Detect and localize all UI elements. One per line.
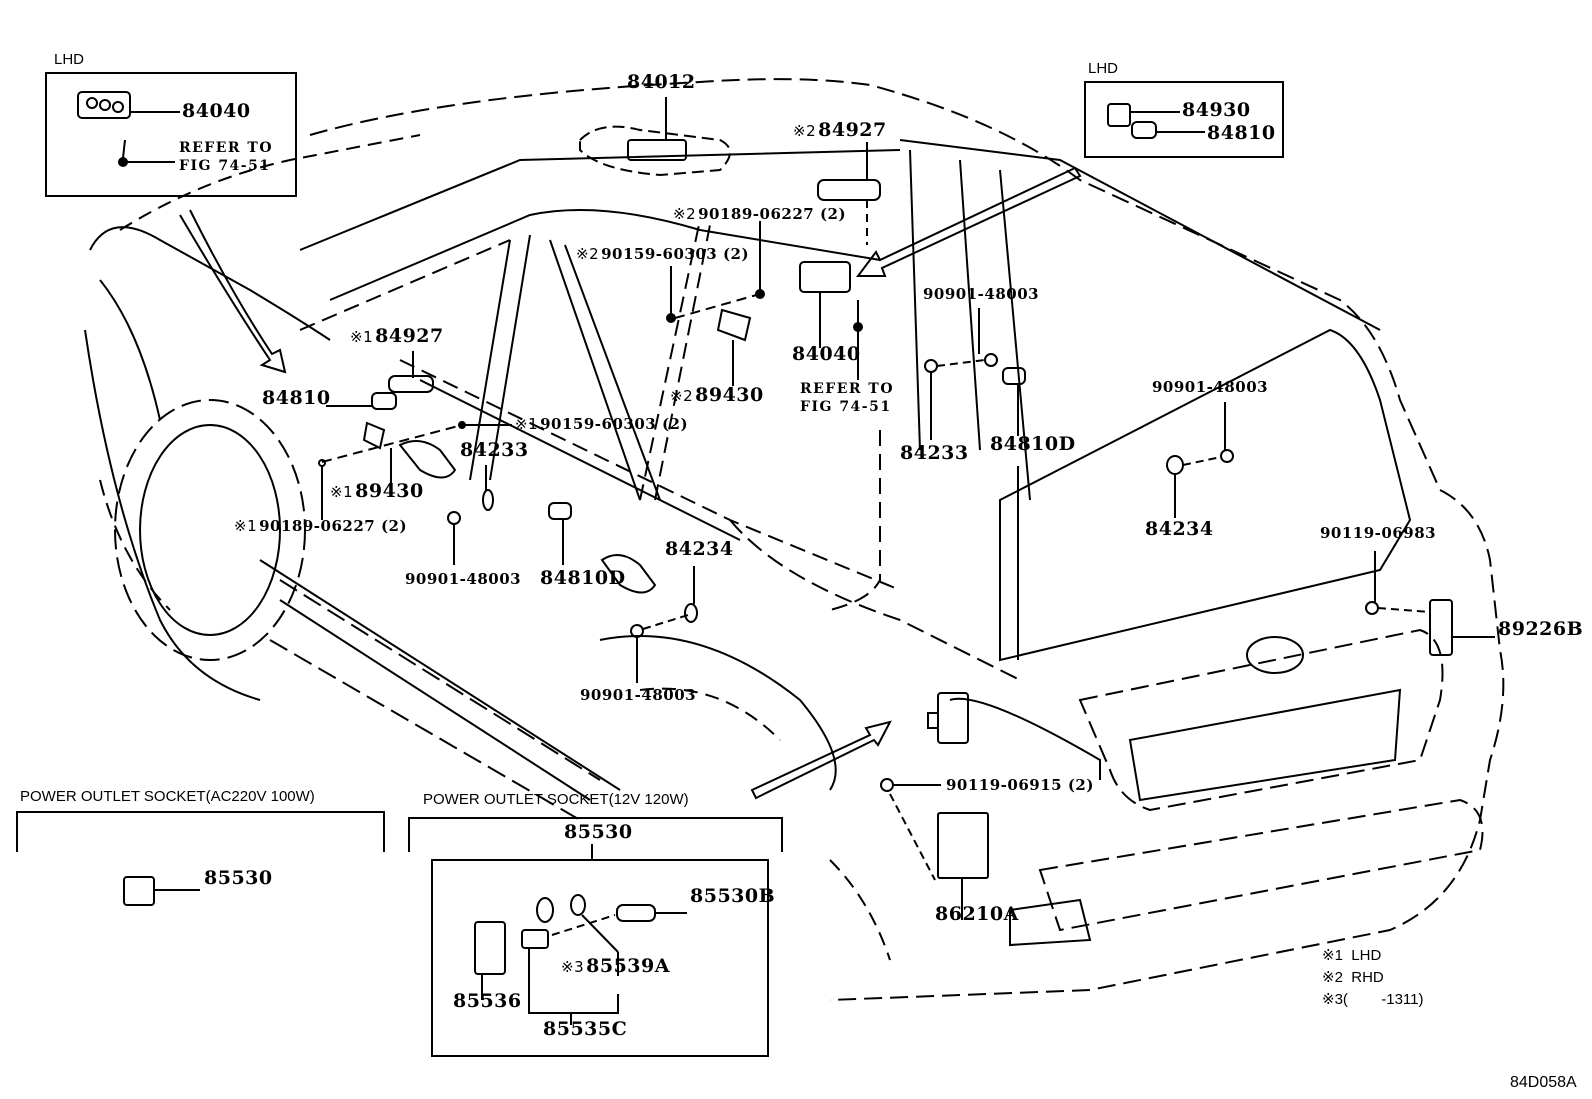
lhd-note-marker: ※1 — [350, 328, 374, 346]
rhd-note-marker: ※2 — [670, 387, 694, 405]
part-label-89226B[interactable]: 89226B — [1498, 618, 1584, 640]
rhd-note-marker: ※2 — [576, 245, 600, 263]
part-number: 89430 — [695, 384, 764, 406]
part-number: 89430 — [355, 480, 424, 502]
lhd-note-marker: ※1 — [330, 483, 354, 501]
part-number: 84927 — [818, 119, 887, 141]
legend-mark: ※3 — [1322, 991, 1343, 1008]
dc-socket-frame — [431, 859, 769, 1057]
rhd-note-marker: ※2 — [673, 205, 697, 223]
part-label-85535C[interactable]: 85535C — [543, 1018, 628, 1040]
part-label-84040[interactable]: 84040 — [792, 343, 861, 365]
legend-row-1: ※1 LHD — [1322, 945, 1424, 967]
direction-arrows — [179, 166, 1082, 800]
lhd-note-marker: ※1 — [515, 415, 539, 433]
inset-lhd-right-frame — [1084, 81, 1284, 158]
part-number: 90189-06227 (2) — [698, 205, 847, 223]
part-label-90901-48003-front-lower[interactable]: 90901-48003 — [580, 686, 697, 704]
inset-lhd-right-title: LHD — [1088, 60, 1119, 77]
dc-socket-title: POWER OUTLET SOCKET(12V 120W) — [423, 791, 689, 808]
part-label-84233-front[interactable]: 84233 — [460, 439, 529, 461]
part-number: 90159-60303 (2) — [540, 415, 689, 433]
ac-socket-bracket — [16, 811, 385, 852]
part-label-84930[interactable]: 84930 — [1182, 99, 1251, 121]
reference-line-2: FIG 74-51 — [179, 157, 271, 174]
part-label-84234-rear[interactable]: 84234 — [1145, 518, 1214, 540]
part-label-84810-inset[interactable]: 84810 — [1207, 122, 1276, 144]
inset-lhd-left-frame — [45, 72, 297, 197]
part-label-85536[interactable]: 85536 — [453, 990, 522, 1012]
part-number: 85539A — [586, 955, 670, 977]
part-number: 84927 — [375, 325, 444, 347]
footnote-legend: ※1 LHD ※2 RHD ※3( -1311) — [1322, 945, 1424, 1011]
diagram-code: 84D058A — [1510, 1074, 1577, 1091]
part-label-90901-48003-rear-right[interactable]: 90901-48003 — [1152, 378, 1269, 396]
reference-line-1: REFER TO — [179, 140, 274, 156]
legend-row-2: ※2 RHD — [1322, 967, 1424, 989]
part-label-90119-06983[interactable]: 90119-06983 — [1320, 524, 1437, 542]
part-number: 90159-60303 (2) — [601, 245, 750, 263]
lhd-note-marker: ※1 — [234, 517, 258, 535]
reference-line-1: REFER TO — [800, 381, 895, 397]
legend-text: LHD — [1351, 947, 1382, 964]
part-label-85530-ac[interactable]: 85530 — [204, 867, 273, 889]
part-label-84810[interactable]: 84810 — [262, 387, 331, 409]
part-number: 90189-06227 (2) — [259, 517, 408, 535]
part-label-84810D-rear[interactable]: 84810D — [990, 433, 1076, 455]
part-label-90119-06915[interactable]: 90119-06915 (2) — [946, 776, 1094, 794]
part-label-85530-dc[interactable]: 85530 — [564, 821, 633, 843]
ac-socket-title: POWER OUTLET SOCKET(AC220V 100W) — [20, 788, 315, 805]
part-label-84234-front[interactable]: 84234 — [665, 538, 734, 560]
part-label-84012[interactable]: 84012 — [627, 71, 696, 93]
part-glyphs — [77, 91, 1495, 1025]
part-label-90901-48003-rear-upper[interactable]: 90901-48003 — [923, 285, 1040, 303]
legend-mark: ※2 — [1322, 969, 1343, 986]
legend-mark: ※1 — [1322, 947, 1343, 964]
reference-note-main: REFER TO FIG 74-51 — [800, 381, 894, 416]
legend-row-3: ※3( -1311) — [1322, 989, 1424, 1011]
dc-socket-bracket — [408, 817, 783, 852]
part-label-86210A[interactable]: 86210A — [935, 903, 1019, 925]
legend-text: RHD — [1351, 969, 1384, 986]
note-3-marker: ※3 — [561, 958, 585, 976]
reference-note-inset: REFER TO FIG 74-51 — [179, 140, 273, 175]
inset-lhd-left-title: LHD — [54, 51, 85, 68]
vehicle-outline — [84, 78, 1505, 1001]
part-label-85530B[interactable]: 85530B — [690, 885, 776, 907]
legend-text: ( -1311) — [1342, 991, 1424, 1008]
part-label-84040-inset[interactable]: 84040 — [182, 100, 251, 122]
reference-line-2: FIG 74-51 — [800, 398, 892, 415]
part-label-84233-rear[interactable]: 84233 — [900, 442, 969, 464]
rhd-note-marker: ※2 — [793, 122, 817, 140]
part-label-90901-48003-front[interactable]: 90901-48003 — [405, 570, 522, 588]
part-label-84810D-front[interactable]: 84810D — [540, 567, 626, 589]
